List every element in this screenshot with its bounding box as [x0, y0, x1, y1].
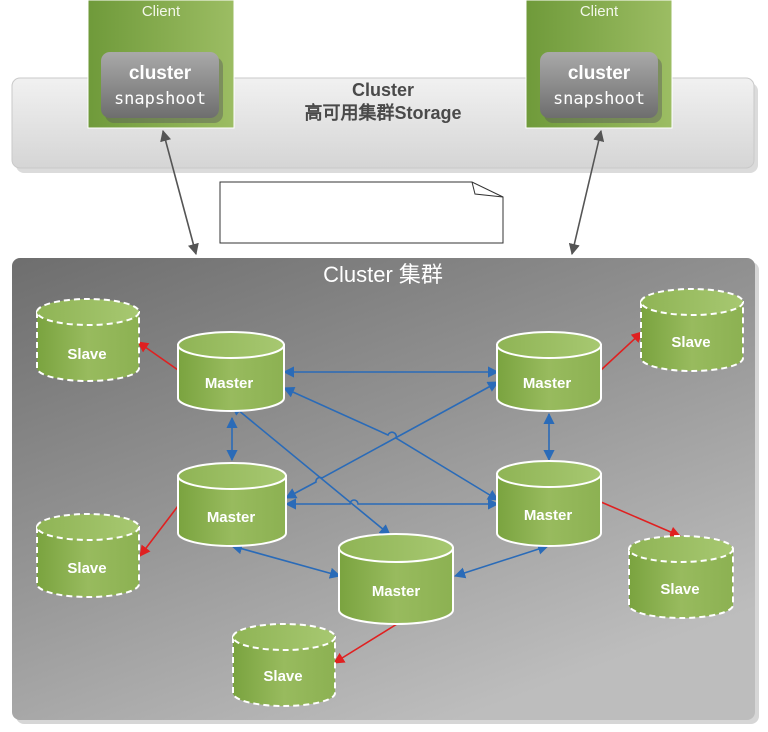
note-box	[219, 181, 504, 244]
client-right-connection	[568, 129, 605, 256]
link-master-ml-bc	[230, 543, 342, 579]
client-right-snapshot-badge[interactable]: cluster snapshoot	[540, 52, 662, 123]
master-links	[226, 366, 555, 579]
client-left-connection	[160, 129, 199, 256]
client-right-badge-line1: cluster	[568, 63, 631, 84]
slave-label: Slave	[671, 334, 710, 351]
storage-title: Cluster	[352, 80, 414, 100]
master-label: Master	[524, 507, 573, 524]
slave-label: Slave	[67, 346, 106, 363]
link-master-tr-slave	[600, 331, 643, 371]
client-left-snapshot-badge[interactable]: cluster snapshoot	[101, 52, 223, 123]
storage-subtitle: 高可用集群Storage	[304, 102, 461, 123]
replication-links	[137, 331, 682, 664]
master-middle-left[interactable]: Master	[177, 462, 287, 547]
slave-middle-left[interactable]: Slave	[36, 513, 140, 598]
slave-label: Slave	[67, 560, 106, 577]
slave-top-left[interactable]: Slave	[36, 298, 140, 382]
master-top-left[interactable]: Master	[177, 331, 285, 412]
slave-label: Slave	[263, 668, 302, 685]
client-left-badge-line2: snapshoot	[114, 89, 206, 109]
client-left-badge-line1: cluster	[129, 63, 192, 84]
master-top-right[interactable]: Master	[496, 331, 602, 412]
cluster-panel-title: Cluster 集群	[323, 262, 443, 287]
link-master-tl-slave	[137, 341, 179, 371]
link-master-mr-bc	[453, 543, 550, 579]
master-bottom-center[interactable]: Master	[338, 533, 454, 625]
master-label: Master	[372, 583, 421, 600]
slave-top-right[interactable]: Slave	[640, 288, 744, 372]
link-master-mr-slave	[600, 501, 682, 538]
slave-label: Slave	[660, 581, 699, 598]
link-master-bc-slave	[333, 623, 398, 664]
master-middle-right[interactable]: Master	[496, 460, 602, 547]
link-master-ml-slave	[139, 505, 179, 557]
client-right[interactable]: Client cluster snapshoot	[525, 0, 673, 129]
slave-bottom-center[interactable]: Slave	[232, 623, 336, 707]
master-label: Master	[523, 375, 572, 392]
client-left[interactable]: Client cluster snapshoot	[87, 0, 235, 129]
client-left-label: Client	[142, 3, 181, 20]
master-label: Master	[205, 375, 254, 392]
client-right-badge-line2: snapshoot	[553, 89, 645, 109]
master-label: Master	[207, 509, 256, 526]
slave-middle-right[interactable]: Slave	[628, 535, 734, 619]
client-right-label: Client	[580, 3, 619, 20]
link-master-tl-bc	[231, 404, 391, 536]
